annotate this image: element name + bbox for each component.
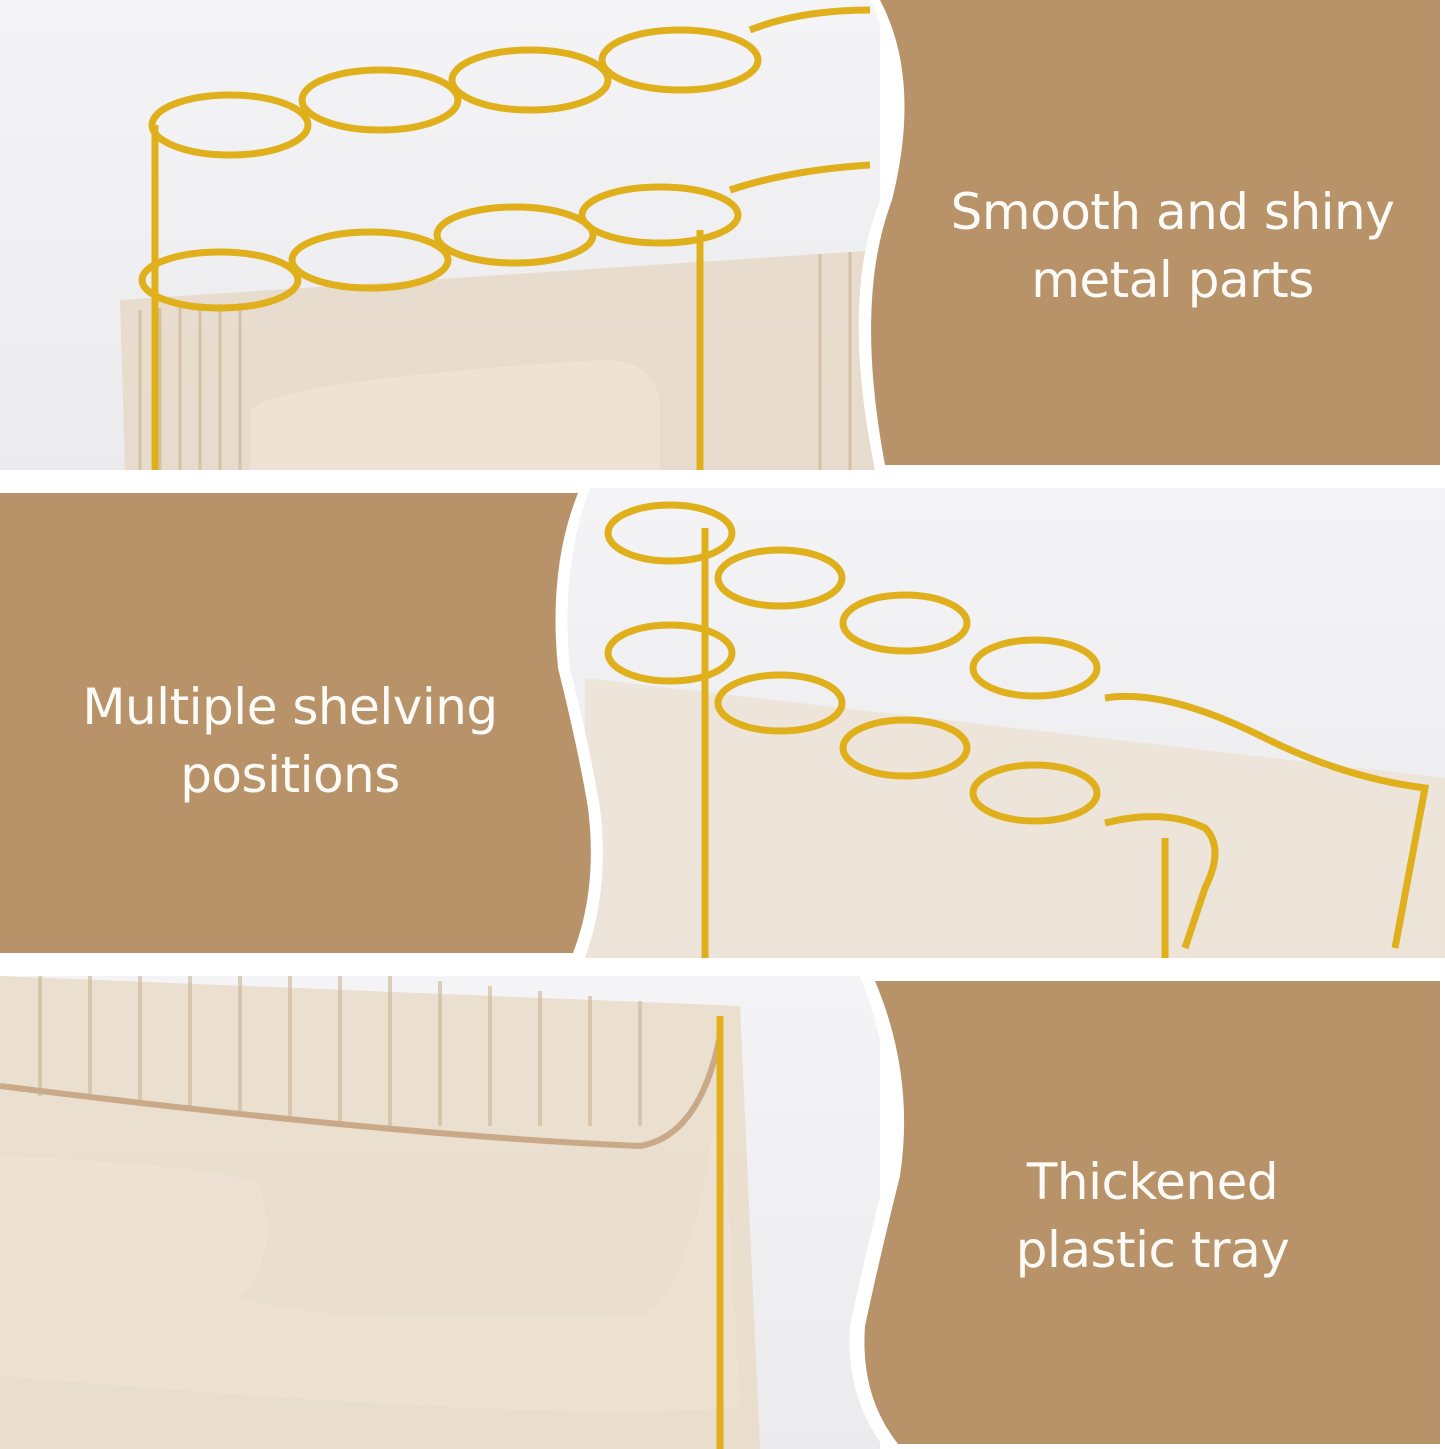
wave-panel-shape [858, 0, 1445, 470]
feature-row-1: Smooth and shiny metal parts [0, 0, 1445, 470]
gold-ring-shelf-icon [585, 501, 1445, 958]
caption-line: plastic tray [1015, 1221, 1290, 1279]
caption-line: Smooth and shiny [950, 183, 1395, 241]
wave-panel-shape [0, 488, 603, 958]
caption-line: Thickened [1026, 1153, 1279, 1211]
product-photo-shelving [565, 488, 1445, 958]
feature-caption-3: Thickened plastic tray [880, 1148, 1425, 1284]
feature-panel-3: Thickened plastic tray [840, 976, 1445, 1449]
feature-row-2: Multiple shelving positions [0, 488, 1445, 958]
feature-row-3: Thickened plastic tray [0, 976, 1445, 1449]
caption-line: Multiple shelving [82, 678, 498, 736]
feature-caption-1: Smooth and shiny metal parts [900, 178, 1445, 314]
feature-panel-2: Multiple shelving positions [0, 488, 630, 958]
feature-panel-1: Smooth and shiny metal parts [840, 0, 1445, 470]
plastic-tray-icon [0, 976, 760, 1449]
gold-ring-rack-icon [120, 6, 880, 470]
feature-caption-2: Multiple shelving positions [0, 673, 580, 809]
product-photo-plastic-tray [0, 976, 880, 1449]
caption-line: metal parts [1031, 251, 1314, 309]
wave-panel-shape [849, 976, 1445, 1449]
caption-line: positions [180, 746, 400, 804]
product-photo-metal-parts [0, 0, 880, 470]
